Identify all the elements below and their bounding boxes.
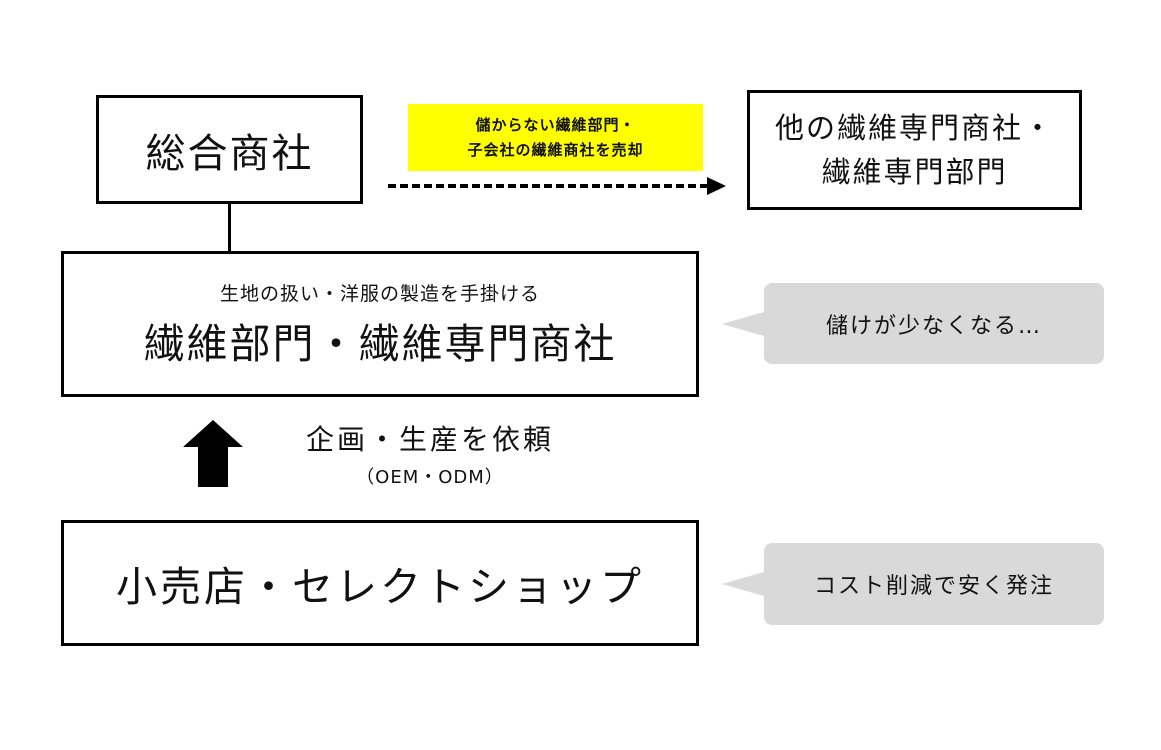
- request-note-line2: （OEM・ODM）: [356, 467, 504, 488]
- request-note-line1: 企画・生産を依頼: [305, 423, 554, 456]
- general-trading-company-label: 総合商社: [145, 130, 314, 177]
- arrow-right-icon: [707, 177, 726, 195]
- request-note: 企画・生産を依頼 （OEM・ODM）: [290, 420, 570, 496]
- other-trading-company-line1: 他の繊維専門商社・: [774, 111, 1054, 145]
- textile-division-box: 生地の扱い・洋服の製造を手掛ける 繊維部門・繊維専門商社: [61, 251, 699, 397]
- profit-decrease-bubble: 儲けが少なくなる…: [722, 283, 1104, 364]
- general-trading-company-box: 総合商社: [96, 95, 363, 204]
- cost-cut-text: コスト削減で安く発注: [813, 574, 1054, 599]
- other-trading-company-box: 他の繊維専門商社・ 繊維専門部門: [747, 90, 1082, 210]
- textile-division-title: 繊維部門・繊維専門商社: [143, 319, 617, 368]
- cost-cut-bubble: コスト削減で安く発注: [722, 543, 1104, 625]
- connector-line: [228, 203, 231, 252]
- profit-decrease-text: 儲けが少なくなる…: [825, 313, 1042, 339]
- other-trading-company-line2: 繊維専門部門: [821, 155, 1008, 189]
- dashed-arrow-line: [388, 184, 708, 188]
- textile-division-subtitle: 生地の扱い・洋服の製造を手掛ける: [219, 282, 540, 305]
- retail-store-box: 小売店・セレクトショップ: [61, 520, 699, 646]
- sale-note-line1: 儲からない繊維部門・: [475, 115, 636, 134]
- sale-note-line2: 子会社の繊維商社を売却: [467, 140, 644, 159]
- retail-store-title: 小売店・セレクトショップ: [116, 563, 644, 611]
- arrow-up-icon: [183, 420, 244, 487]
- sale-note: 儲からない繊維部門・ 子会社の繊維商社を売却: [408, 104, 703, 171]
